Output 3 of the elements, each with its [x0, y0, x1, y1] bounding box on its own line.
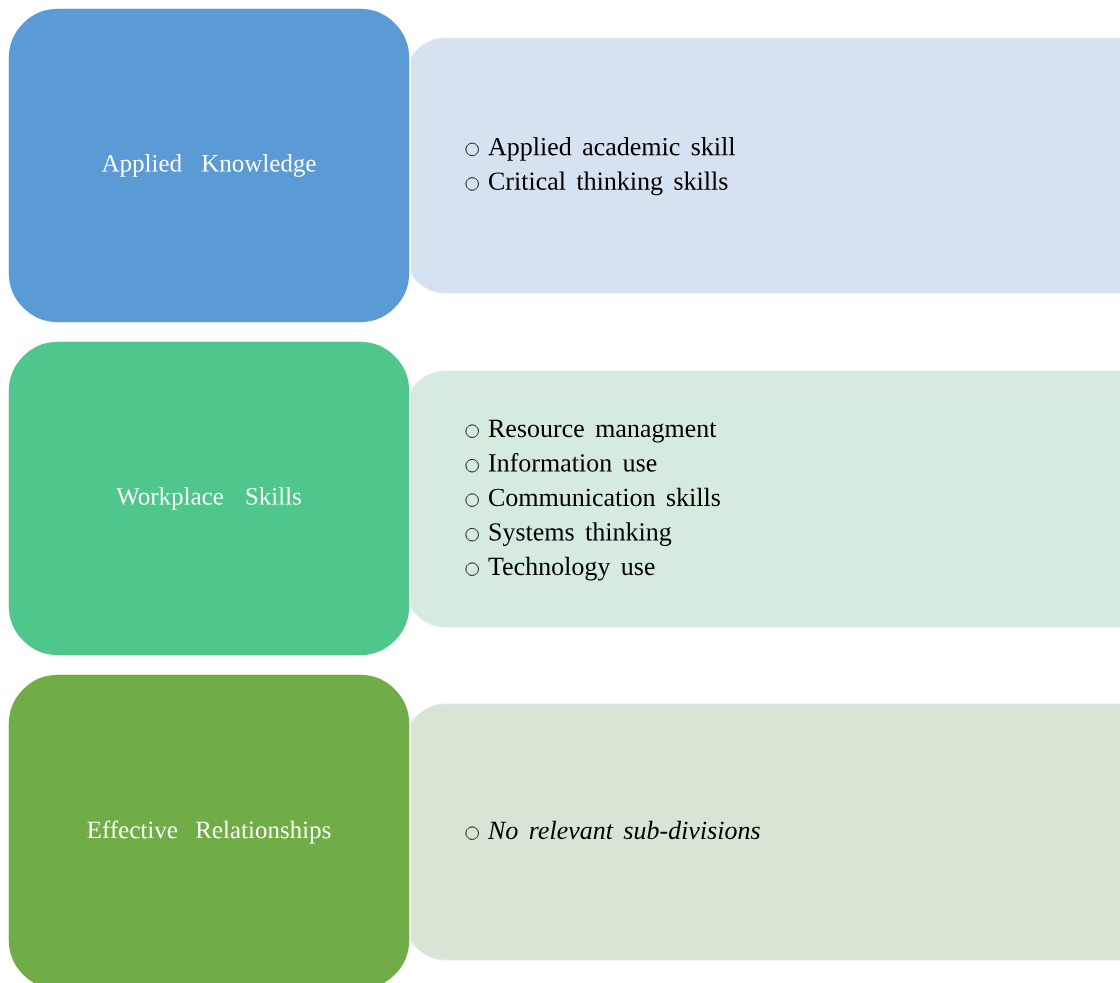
- category-box: Applied Knowledge: [7, 7, 411, 324]
- category-box: Workplace Skills: [7, 340, 411, 657]
- category-box: Effective Relationships: [7, 673, 411, 983]
